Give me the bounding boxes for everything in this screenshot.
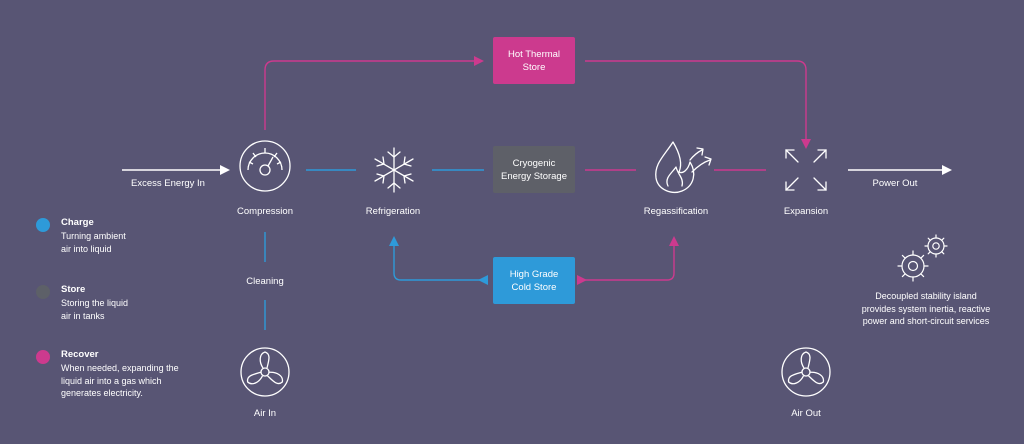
gauge-icon [239, 140, 291, 192]
cold-store-line1: High Grade [509, 268, 559, 280]
stability-note: Decoupled stability island provides syst… [862, 290, 991, 328]
legend-charge-line: Turning ambient [61, 231, 126, 241]
cold-store-blue-loop [389, 236, 488, 285]
cleaning-label: Cleaning [246, 276, 284, 287]
snowflake-icon [374, 147, 414, 193]
cryogenic-storage-line2: Energy Storage [500, 170, 567, 182]
legend-store-line: air in tanks [61, 310, 105, 321]
cold-store-line2: Cold Store [511, 281, 557, 293]
legend-recover-desc: When needed, expanding the liquid air in… [61, 362, 179, 400]
compression-label: Compression [237, 206, 293, 217]
air-in-label: Air In [253, 408, 277, 419]
cryogenic-storage-line1: Cryogenic [512, 157, 556, 169]
cryogenic-storage-box: Cryogenic Energy Storage [493, 146, 575, 193]
air-out-label: Air Out [791, 408, 821, 419]
stability-note-line: Decoupled stability island [875, 291, 977, 301]
legend-recover-title: Recover [61, 349, 99, 360]
legend-charge-dot [36, 218, 50, 232]
legend-charge-line: air into liquid [61, 243, 112, 254]
to-hot-store-line [264, 56, 484, 130]
from-hot-store-line [585, 60, 811, 149]
legend-recover-line: When needed, expanding the [61, 363, 179, 373]
cold-store-box: High Grade Cold Store [493, 257, 575, 304]
hot-thermal-store-line1: Hot Thermal [507, 48, 561, 60]
legend-recover-dot [36, 350, 50, 364]
cold-store-pink-loop [577, 236, 679, 285]
flame-icon [655, 141, 712, 193]
legend-charge-title: Charge [61, 217, 94, 228]
hot-thermal-store-line2: Store [522, 61, 546, 73]
legend-store-desc: Storing the liquid air in tanks [61, 297, 128, 322]
hot-thermal-store-box: Hot Thermal Store [493, 37, 575, 84]
legend-recover-line: liquid air into a gas which [61, 375, 162, 386]
legend-charge-desc: Turning ambient air into liquid [61, 230, 126, 255]
fan-icon [781, 347, 831, 397]
legend-store-title: Store [61, 284, 86, 295]
fan-icon [240, 347, 290, 397]
refrigeration-label: Refrigeration [365, 206, 421, 217]
expand-arrows-icon [785, 149, 827, 191]
gears-icon [897, 234, 948, 282]
expansion-label: Expansion [783, 206, 829, 217]
legend-recover-line: generates electricity. [61, 388, 143, 398]
energy-in-label: Excess Energy In [131, 178, 205, 189]
regassification-label: Regassification [643, 206, 709, 217]
power-out-label: Power Out [872, 178, 918, 189]
stability-note-line: power and short-circuit services [862, 316, 990, 326]
legend-store-line: Storing the liquid [61, 298, 129, 308]
legend-store-dot [36, 285, 50, 299]
stability-note-line: provides system inertia, reactive [861, 303, 991, 314]
